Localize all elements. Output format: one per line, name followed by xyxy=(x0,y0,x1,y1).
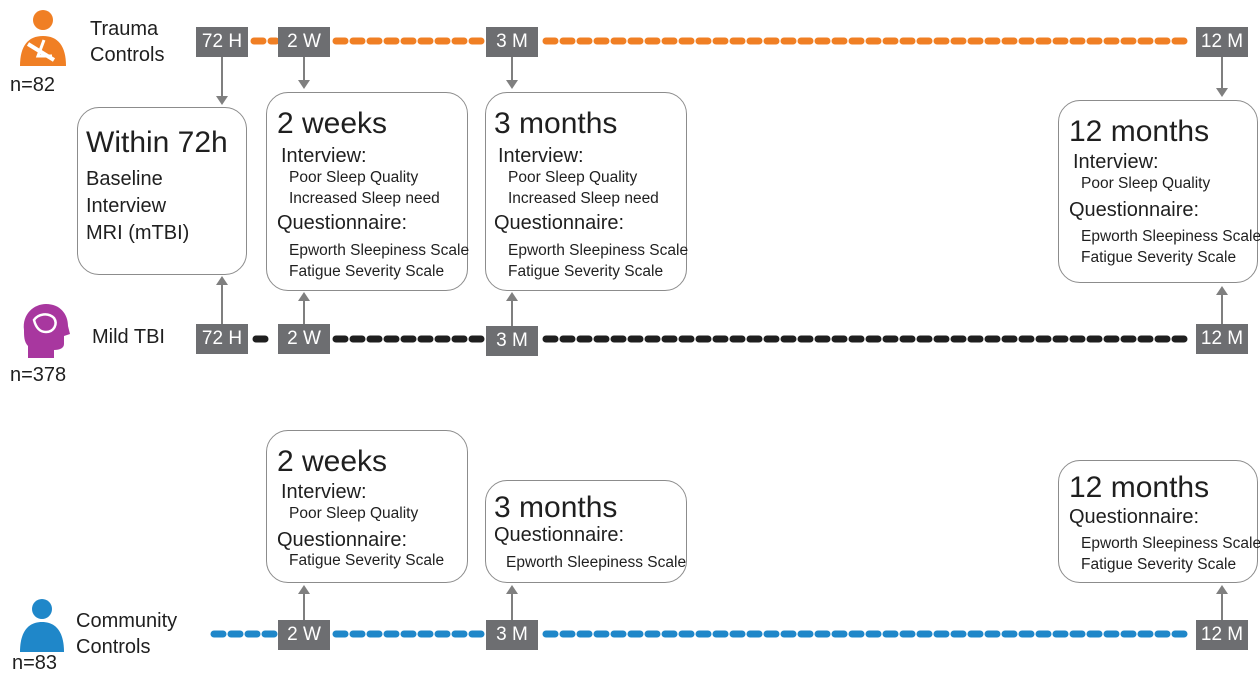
top-3m-title: 3 months xyxy=(494,107,618,140)
baseline-item-2: Interview xyxy=(86,195,167,217)
top-3m-q-item-1: Epworth Sleepiness Scale xyxy=(508,242,689,259)
trauma-label-line2: Controls xyxy=(90,44,165,66)
top-2w-interview-item-1: Poor Sleep Quality xyxy=(289,169,419,186)
arrow-3m-down-head xyxy=(506,80,518,89)
arrow-2w-down-line xyxy=(303,57,305,81)
top-3m-interview-item-1: Poor Sleep Quality xyxy=(508,169,638,186)
top-12m-q-item-2: Fatigue Severity Scale xyxy=(1081,249,1237,266)
arrow-mtbi-3m-up-line xyxy=(511,300,513,326)
top-12m-q-item-1: Epworth Sleepiness Scale xyxy=(1081,228,1260,245)
mtbi-chip-3m: 3 M xyxy=(486,326,538,356)
trauma-controls-label: Trauma Controls xyxy=(90,16,164,68)
trauma-chip-72h: 72 H xyxy=(196,27,248,57)
bot-2w-questionnaire: Questionnaire: xyxy=(277,529,408,551)
trauma-label-line1: Trauma xyxy=(90,18,159,40)
arrow-mtbi-12m-up-head xyxy=(1216,286,1228,295)
trauma-chip-2w: 2 W xyxy=(278,27,330,57)
top-12m-title: 12 months xyxy=(1069,115,1210,148)
bot-2w-interview-item-1: Poor Sleep Quality xyxy=(289,505,419,522)
top-3m-questionnaire: Questionnaire: xyxy=(494,212,625,234)
baseline-item-1: Baseline xyxy=(86,168,163,190)
top-3m-box: 3 months Interview: Poor Sleep Quality I… xyxy=(485,92,689,291)
community-chip-12m: 12 M xyxy=(1196,620,1248,650)
arrow-3m-down-line xyxy=(511,57,513,81)
bot-12m-title: 12 months xyxy=(1069,471,1210,504)
mtbi-chip-12m: 12 M xyxy=(1196,324,1248,354)
bot-3m-q-item-1: Epworth Sleepiness Scale xyxy=(506,554,687,571)
baseline-title: Within 72h xyxy=(86,126,228,159)
top-2w-interview-item-2: Increased Sleep need xyxy=(289,190,440,207)
top-2w-q-item-1: Epworth Sleepiness Scale xyxy=(289,242,470,259)
bot-12m-q-item-1: Epworth Sleepiness Scale xyxy=(1081,535,1260,552)
trauma-chip-3m: 3 M xyxy=(486,27,538,57)
arrow-mtbi-72h-up-line xyxy=(221,284,223,324)
arrow-comm-3m-up-line xyxy=(511,593,513,621)
bot-2w-box: 2 weeks Interview: Poor Sleep Quality Qu… xyxy=(266,430,468,583)
arrow-72h-down-head xyxy=(216,96,228,105)
top-3m-interview-item-2: Increased Sleep need xyxy=(508,190,659,207)
top-12m-questionnaire: Questionnaire: xyxy=(1069,199,1200,221)
trauma-chip-12m: 12 M xyxy=(1196,27,1248,57)
injured-person-icon xyxy=(20,10,66,66)
community-label-line1: Community xyxy=(76,610,178,632)
community-n-count: n=83 xyxy=(12,652,58,674)
community-timeline xyxy=(210,630,1196,638)
bot-3m-title: 3 months xyxy=(494,491,618,524)
bot-12m-questionnaire: Questionnaire: xyxy=(1069,506,1200,528)
arrow-72h-down-line xyxy=(221,57,223,97)
arrow-12m-down-head xyxy=(1216,88,1228,97)
head-profile-icon xyxy=(23,304,70,358)
arrow-mtbi-3m-up-head xyxy=(506,292,518,301)
bot-3m-questionnaire: Questionnaire: xyxy=(494,524,625,546)
mtbi-chip-2w: 2 W xyxy=(278,324,330,354)
mtbi-chip-72h: 72 H xyxy=(196,324,248,354)
community-chip-2w: 2 W xyxy=(278,620,330,650)
arrow-comm-3m-up-head xyxy=(506,585,518,594)
bot-12m-box: 12 months Questionnaire: Epworth Sleepin… xyxy=(1058,460,1260,583)
arrow-mtbi-2w-up-head xyxy=(298,292,310,301)
arrow-2w-down-head xyxy=(298,80,310,89)
top-2w-q-item-2: Fatigue Severity Scale xyxy=(289,263,445,280)
arrow-comm-12m-up-head xyxy=(1216,585,1228,594)
trauma-timeline xyxy=(250,37,1196,45)
top-2w-title: 2 weeks xyxy=(277,107,388,140)
mtbi-label: Mild TBI xyxy=(92,326,165,348)
baseline-item-3: MRI (mTBI) xyxy=(86,222,190,244)
arrow-mtbi-12m-up-line xyxy=(1221,294,1223,324)
community-label-line2: Controls xyxy=(76,636,151,658)
mtbi-timeline xyxy=(252,335,1196,343)
arrow-comm-2w-up-line xyxy=(303,593,305,621)
bot-12m-q-item-2: Fatigue Severity Scale xyxy=(1081,556,1237,573)
top-2w-questionnaire: Questionnaire: xyxy=(277,212,408,234)
arrow-12m-down-line xyxy=(1221,57,1223,89)
arrow-mtbi-2w-up-line xyxy=(303,300,305,324)
top-2w-interview: Interview: xyxy=(281,145,367,167)
arrow-comm-12m-up-line xyxy=(1221,593,1223,621)
mtbi-n-count: n=378 xyxy=(10,364,67,386)
top-3m-q-item-2: Fatigue Severity Scale xyxy=(508,263,664,280)
bot-2w-title: 2 weeks xyxy=(277,445,388,478)
community-chip-3m: 3 M xyxy=(486,620,538,650)
community-controls-label: Community Controls xyxy=(76,608,177,660)
baseline-box: Within 72h Baseline Interview MRI (mTBI) xyxy=(77,107,247,275)
top-12m-interview: Interview: xyxy=(1073,151,1159,173)
top-3m-interview: Interview: xyxy=(498,145,584,167)
bot-2w-interview: Interview: xyxy=(281,481,367,503)
top-2w-box: 2 weeks Interview: Poor Sleep Quality In… xyxy=(266,92,470,291)
top-12m-box: 12 months Interview: Poor Sleep Quality … xyxy=(1058,100,1260,283)
bot-3m-box: 3 months Questionnaire: Epworth Sleepine… xyxy=(485,480,687,583)
trauma-n-count: n=82 xyxy=(10,74,56,96)
arrow-comm-2w-up-head xyxy=(298,585,310,594)
arrow-mtbi-72h-up-head xyxy=(216,276,228,285)
top-12m-interview-item-1: Poor Sleep Quality xyxy=(1081,175,1211,192)
bot-2w-q-item-1: Fatigue Severity Scale xyxy=(289,552,445,569)
person-icon xyxy=(20,599,64,652)
